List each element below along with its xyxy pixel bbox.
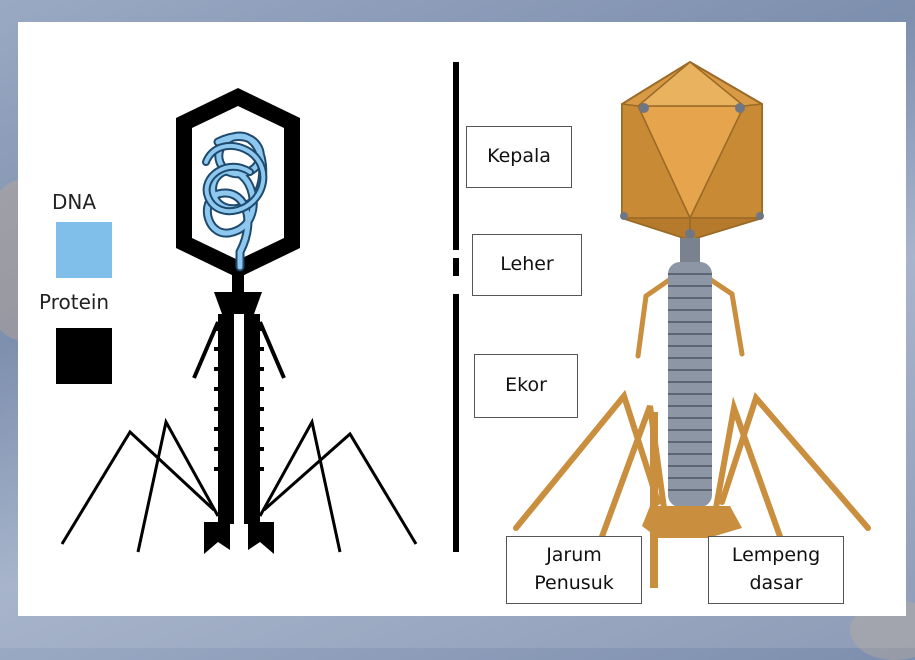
realistic-head <box>620 62 764 240</box>
label-ekor: Ekor <box>474 354 578 418</box>
realistic-phage <box>18 22 906 616</box>
label-kepala: Kepala <box>466 126 572 188</box>
label-lempeng-dasar: Lempeng dasar <box>708 536 844 604</box>
label-jarum-penusuk: Jarum Penusuk <box>506 536 642 604</box>
diagram-panel: DNA Protein <box>18 22 906 616</box>
label-leher: Leher <box>472 234 582 296</box>
